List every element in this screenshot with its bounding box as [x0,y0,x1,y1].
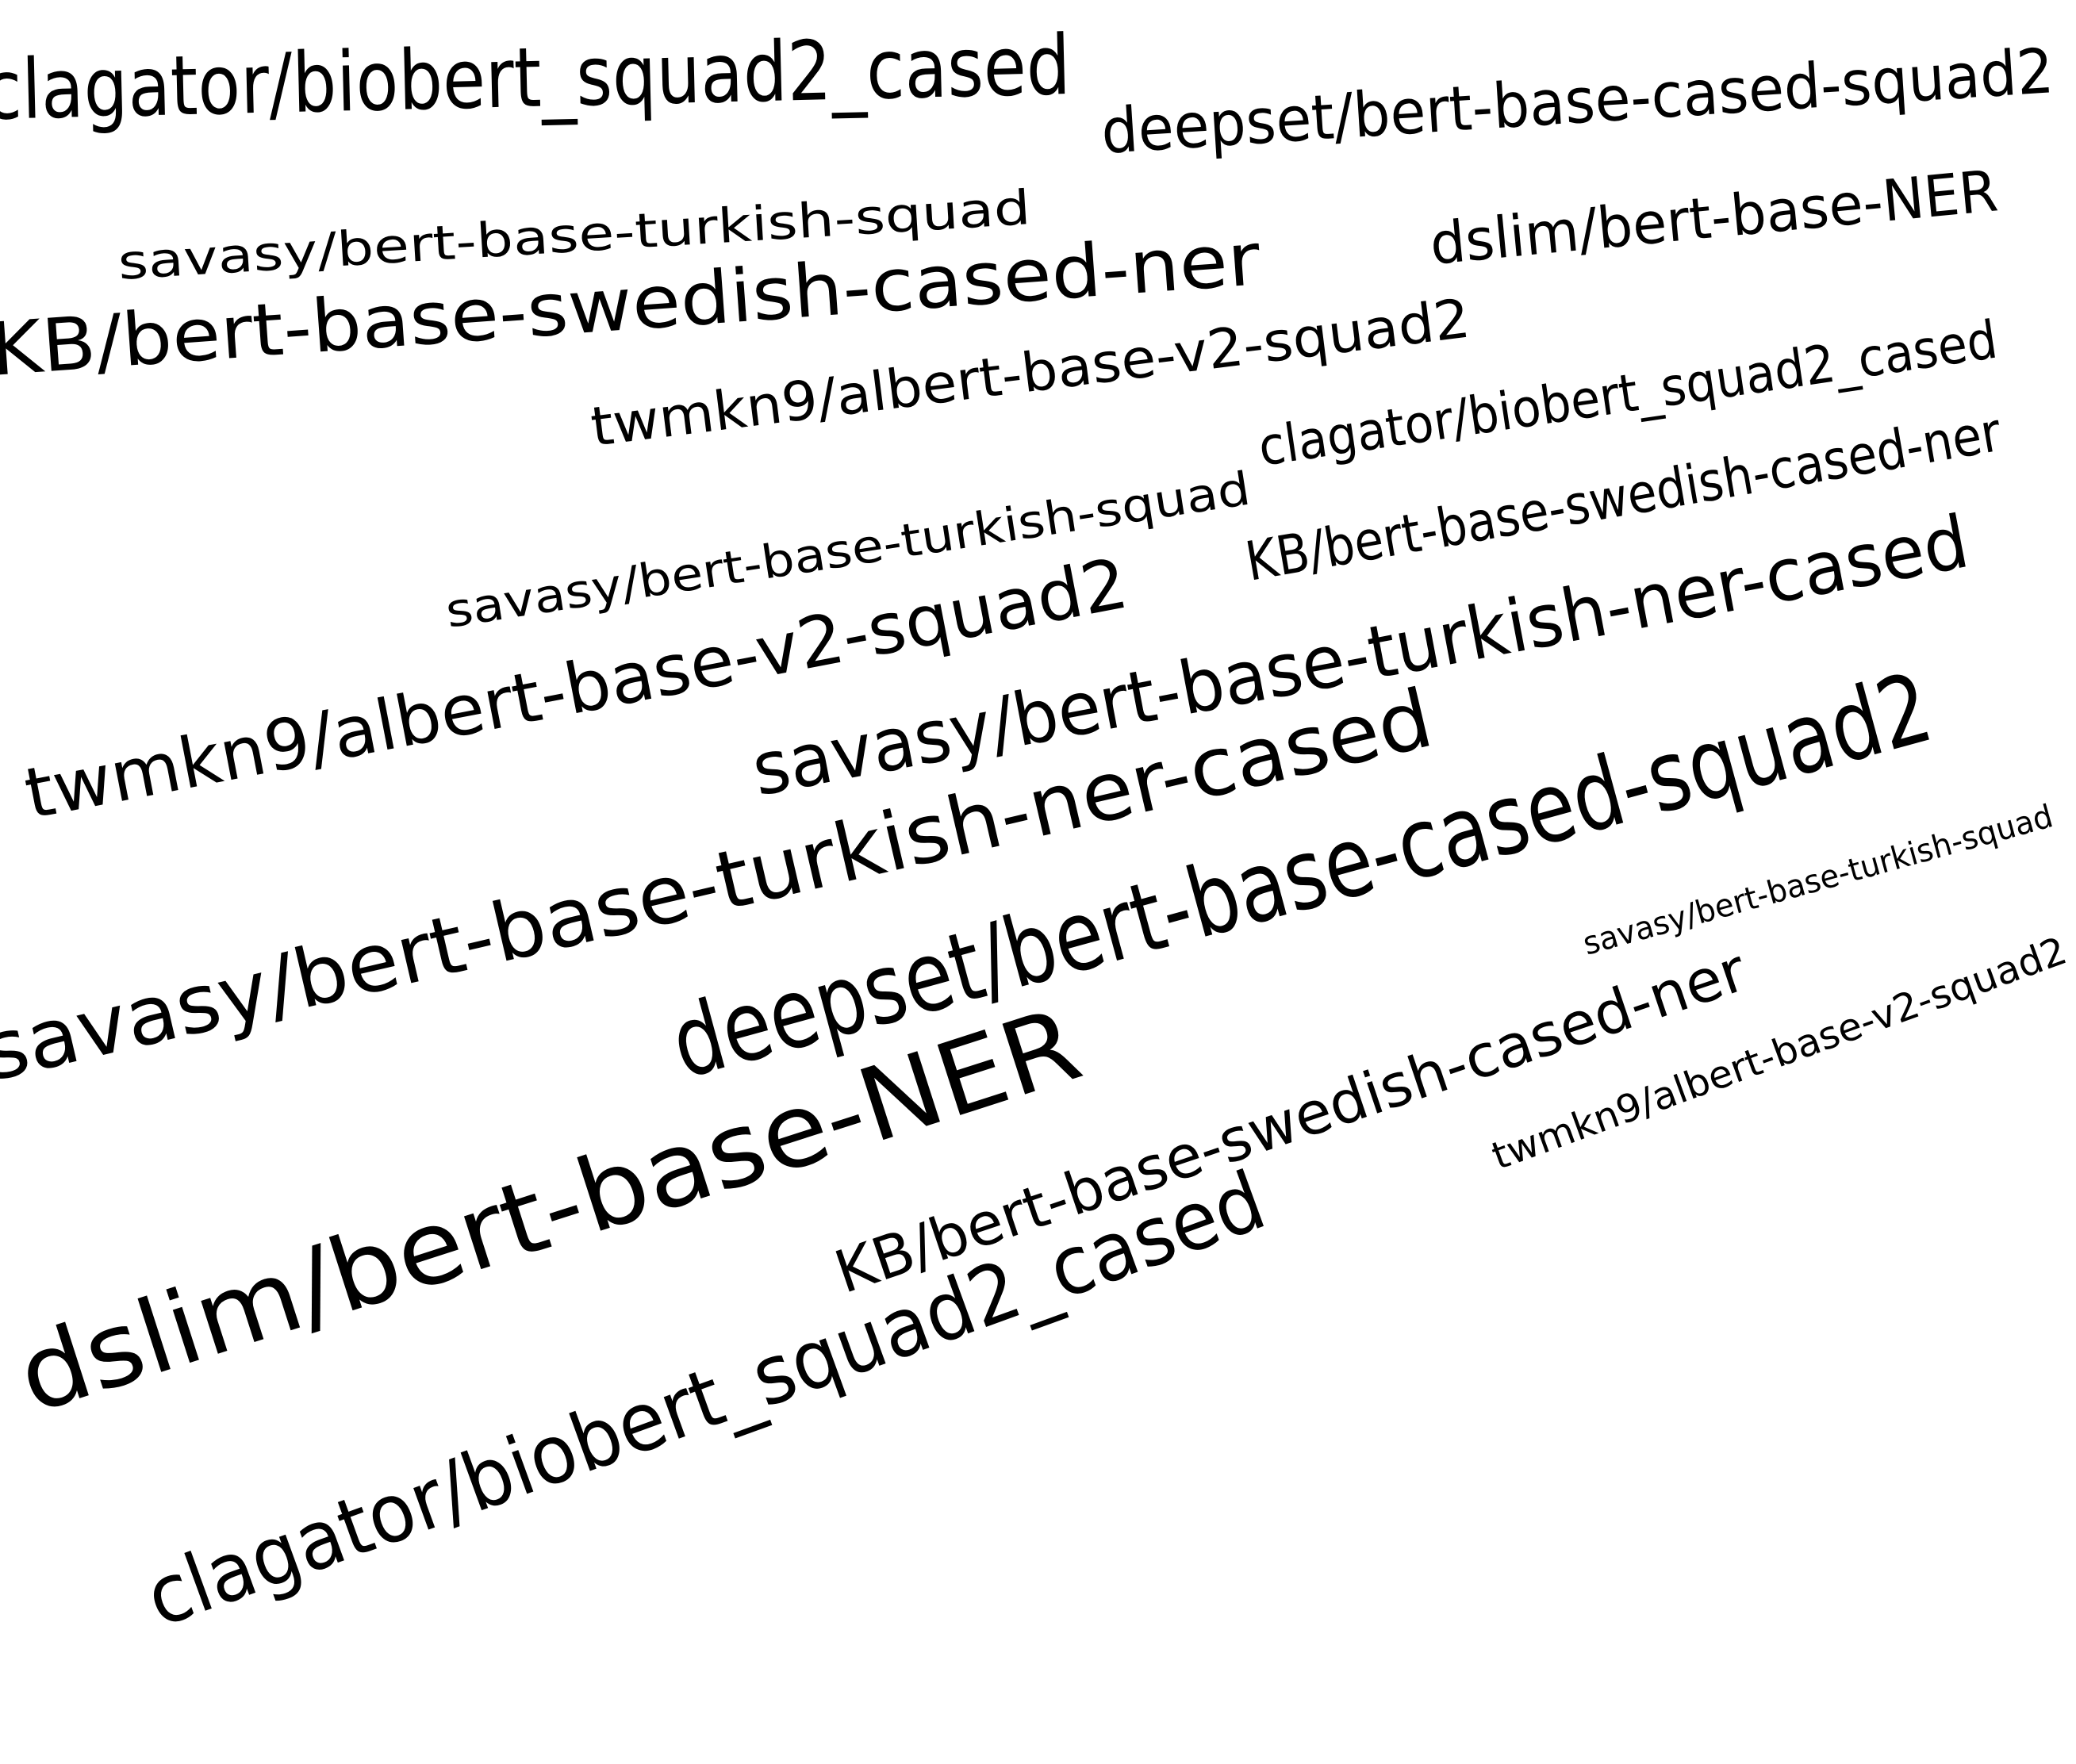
word-clagator-biobert-1: clagator/biobert_squad2_cased [0,16,1072,139]
word-dslim-bert-ner-1: dslim/bert-base-NER [1426,157,2001,278]
word-deepset-bert-1: deepset/bert-base-cased-squad2 [1099,35,2056,168]
